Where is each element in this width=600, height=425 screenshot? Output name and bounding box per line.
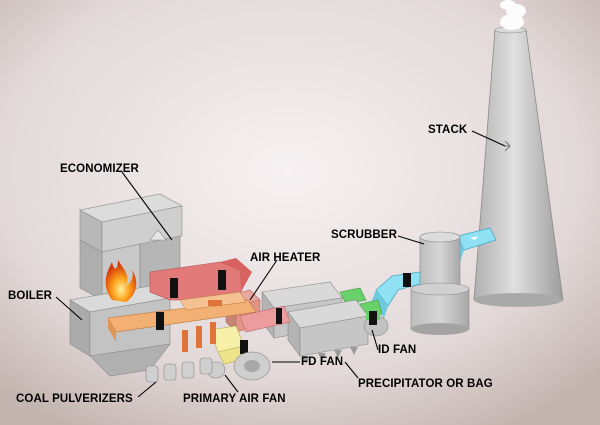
smoke-plume [500, 0, 526, 30]
duct-to-scrubber [372, 271, 421, 318]
label-boiler: BOILER [8, 290, 53, 302]
id-fan [363, 311, 389, 337]
pulverizer-pipes [182, 322, 216, 352]
label-stack: STACK [428, 124, 468, 136]
label-primary-air-fan: PRIMARY AIR FAN [183, 393, 286, 405]
label-coal-pulverizers: COAL PULVERIZERS [16, 393, 133, 405]
scrubber [410, 231, 470, 335]
stack [473, 0, 564, 307]
leader-lines [55, 130, 506, 398]
label-id-fan: ID FAN [378, 344, 417, 356]
label-economizer: ECONOMIZER [60, 163, 139, 175]
duct-combustion-air [107, 291, 257, 342]
label-fd-fan: FD FAN [301, 356, 344, 368]
fd-fan [233, 351, 271, 381]
coal-pulverizers [145, 357, 213, 383]
label-scrubber: SCRUBBER [331, 229, 397, 241]
flame-icon [105, 260, 137, 302]
precipitator [261, 281, 369, 364]
label-precipitator: PRECIPITATOR OR BAG [358, 378, 493, 390]
label-air-heater: AIR HEATER [250, 252, 321, 264]
duct-flue-gas [149, 258, 252, 301]
